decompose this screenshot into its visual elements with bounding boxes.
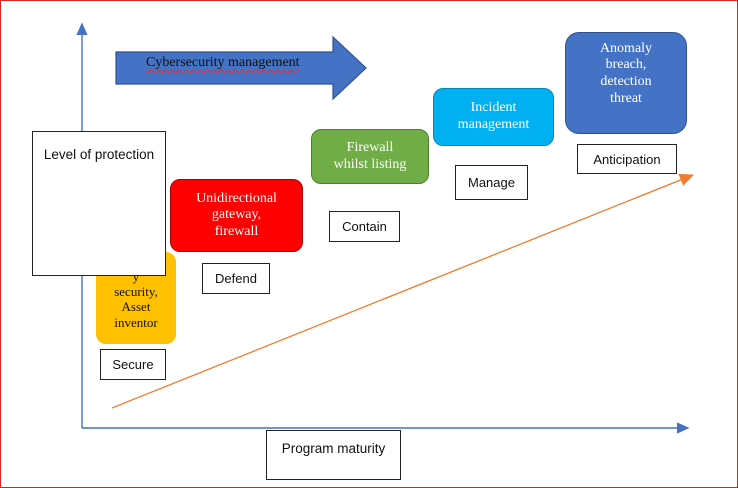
stage-defend-line-1: Unidirectional xyxy=(196,190,277,206)
x-axis-label-box: Program maturity xyxy=(266,430,401,480)
cybersecurity-management-block-arrow xyxy=(115,35,367,101)
y-axis-label-box: Level of protection xyxy=(32,131,166,276)
y-axis-label: Level of protection xyxy=(43,147,155,162)
stage-anticipate-line-2: breach, xyxy=(605,57,647,73)
stage-manage-line-1: Incident xyxy=(470,100,517,116)
stage-contain-box: Firewall whilst listing xyxy=(311,129,429,184)
stage-defend-line-3: firewall xyxy=(214,223,259,239)
stage-contain-line-1: Firewall xyxy=(346,139,394,155)
stage-label-secure-text: Secure xyxy=(112,357,154,372)
stage-contain-line-2: whilst listing xyxy=(333,156,407,172)
stage-secure-line-3: Asset xyxy=(121,299,151,315)
x-axis-label: Program maturity xyxy=(281,441,386,456)
stage-label-anticipation-text: Anticipation xyxy=(593,151,661,167)
cybersecurity-management-label: Cybersecurity management xyxy=(146,55,300,70)
stage-label-manage: Manage xyxy=(455,165,528,200)
stage-label-manage-text: Manage xyxy=(468,175,515,190)
stage-defend-line-2: gateway, xyxy=(211,207,262,223)
stage-secure-line-2: security, xyxy=(114,284,158,300)
stage-label-secure: Secure xyxy=(100,349,166,380)
stage-manage-line-2: management xyxy=(457,117,530,132)
stage-anticipate-box: Anomaly breach, detection threat xyxy=(565,32,687,134)
stage-anticipate-line-4: threat xyxy=(610,90,642,106)
stage-label-contain: Contain xyxy=(329,211,400,242)
stage-label-anticipation: Anticipation xyxy=(577,144,677,174)
stage-secure-line-4: inventor xyxy=(114,314,158,330)
stage-defend-box: Unidirectional gateway, firewall xyxy=(170,179,303,252)
stage-label-defend: Defend xyxy=(202,263,270,294)
stage-label-defend-text: Defend xyxy=(215,271,257,286)
maturity-trend-arrow xyxy=(111,173,695,409)
stage-anticipate-line-1: Anomaly xyxy=(599,40,653,56)
stage-anticipate-line-3: detection xyxy=(600,74,652,89)
stage-secure-line-1: y xyxy=(132,268,140,284)
stage-manage-box: Incident management xyxy=(433,88,554,146)
stage-label-contain-text: Contain xyxy=(342,219,387,234)
